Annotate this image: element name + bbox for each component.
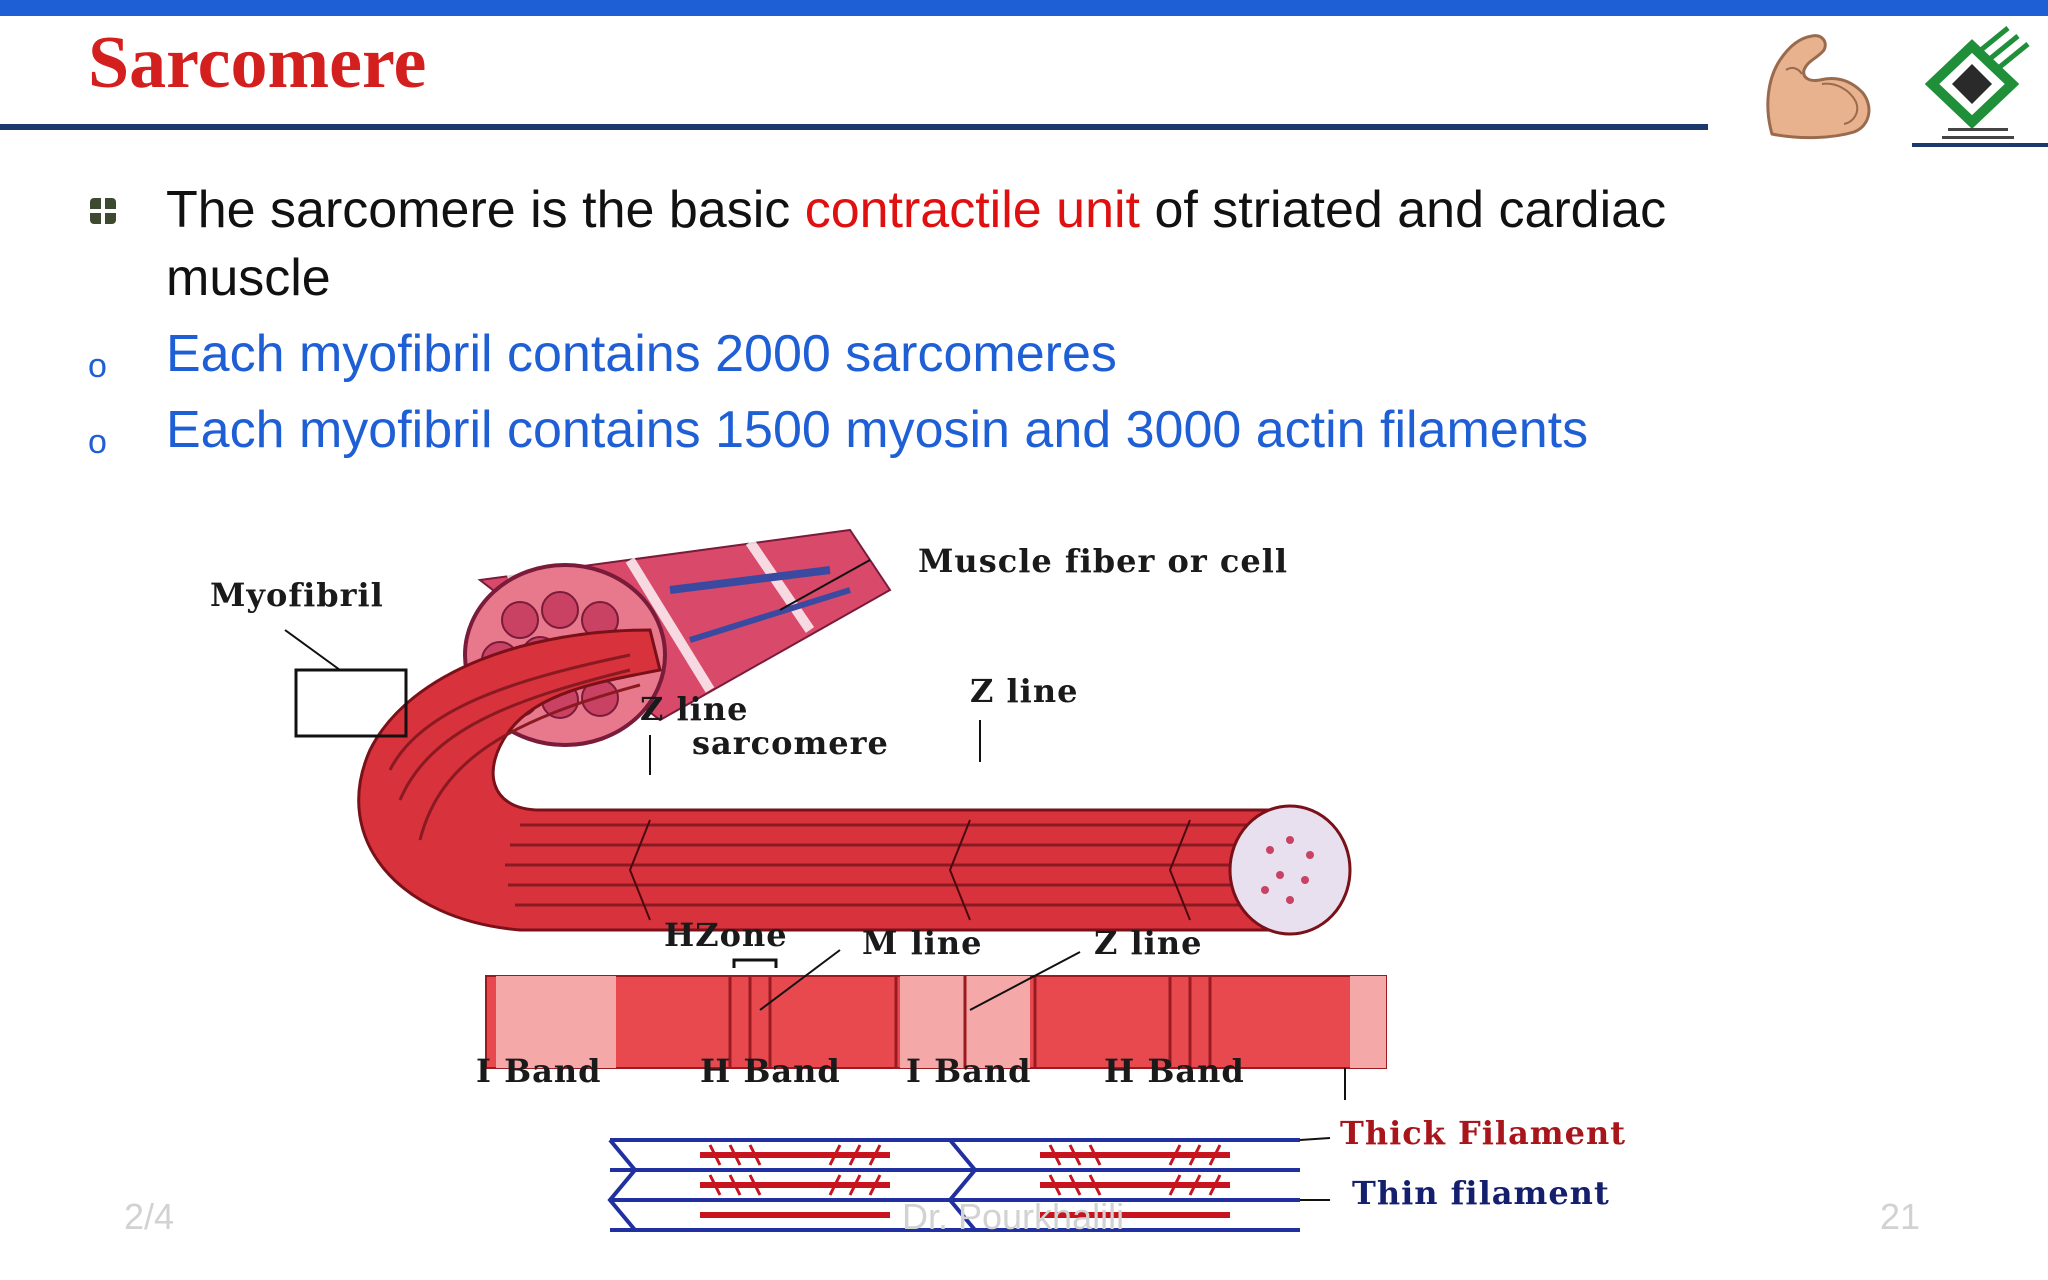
footer-author: Dr. Pourkhalili bbox=[902, 1196, 1125, 1237]
flexed-arm-icon bbox=[1766, 34, 1871, 140]
filled-square-bullet-icon bbox=[88, 196, 118, 226]
label-thin-filament: Thin filament bbox=[1352, 1174, 1610, 1212]
top-accent-bar bbox=[0, 0, 2048, 16]
bullet-2-text: Each myofibril contains 2000 sarcomeres bbox=[166, 325, 1117, 383]
label-m-line: M line bbox=[862, 924, 983, 962]
label-sarcomere: sarcomere bbox=[692, 724, 889, 762]
circle-bullet-icon: o bbox=[88, 423, 107, 461]
bullet-3-text: Each myofibril contains 1500 myosin and … bbox=[166, 401, 1589, 459]
muscle-structure-figure: Muscle fiber or cell Myofibril Z line Z … bbox=[190, 520, 1730, 1260]
circle-bullet-icon: o bbox=[88, 347, 107, 385]
slide-title: Sarcomere bbox=[88, 22, 427, 104]
logo-underline bbox=[1912, 143, 2048, 147]
label-z-line-2: Z line bbox=[970, 672, 1079, 710]
highlight-contractile-unit: contractile unit bbox=[804, 181, 1140, 239]
footer-page-number: 21 bbox=[1880, 1196, 1921, 1237]
title-underline bbox=[0, 124, 1708, 130]
label-myofibril: Myofibril bbox=[210, 576, 384, 614]
label-z-line-1: Z line bbox=[640, 690, 749, 728]
label-muscle-fiber: Muscle fiber or cell bbox=[918, 542, 1288, 580]
footer-date: 2/4 bbox=[124, 1196, 175, 1237]
label-thick-filament: Thick Filament bbox=[1340, 1114, 1627, 1152]
muscle-illustration bbox=[284, 528, 1387, 1232]
institution-logo-icon bbox=[1924, 26, 2030, 139]
label-h-band-1: H Band bbox=[700, 1052, 841, 1090]
bullet-1-line-1: The sarcomere is the basic contractile u… bbox=[166, 181, 1667, 239]
label-i-band-2: I Band bbox=[906, 1052, 1032, 1090]
label-i-band-1: I Band bbox=[476, 1052, 602, 1090]
label-h-zone: HZone bbox=[664, 916, 788, 954]
label-h-band-2: H Band bbox=[1104, 1052, 1245, 1090]
bullet-1-line-2: muscle bbox=[166, 249, 331, 307]
label-z-line-3: Z line bbox=[1094, 924, 1203, 962]
